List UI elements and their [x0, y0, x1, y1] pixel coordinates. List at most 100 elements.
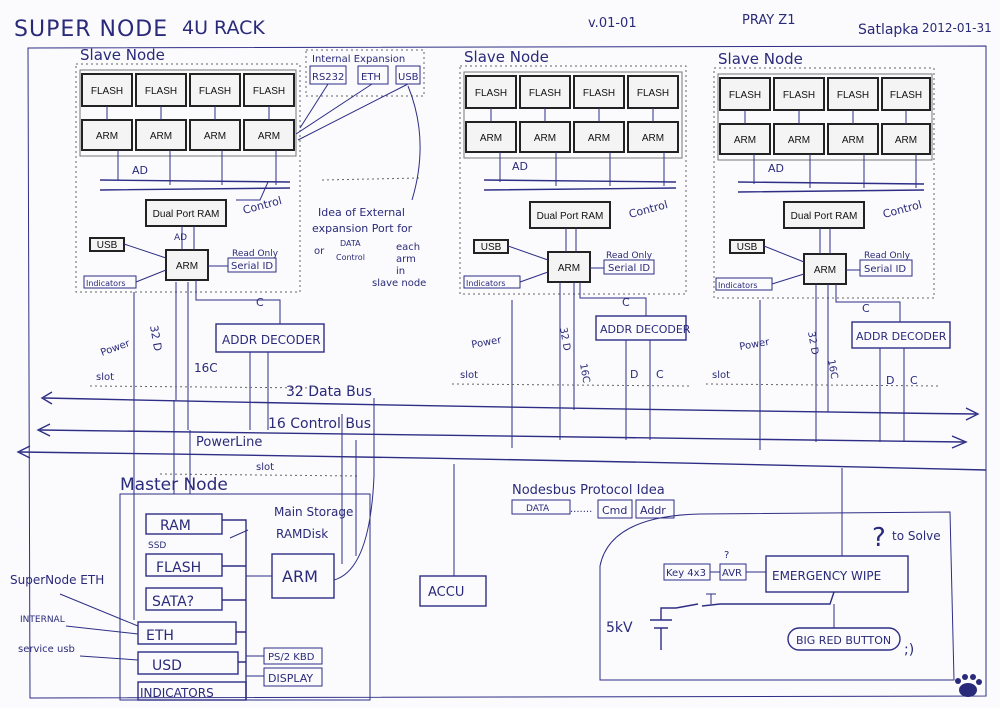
- arm-chip-label: ARM: [588, 133, 610, 144]
- c-label-2: C: [910, 374, 918, 387]
- control-label: Control: [881, 198, 923, 221]
- control-bus-line: [39, 429, 965, 443]
- flash-chip-label: FLASH: [253, 86, 285, 97]
- emergency-boundary: [599, 511, 955, 681]
- date-label: 2012-01-31: [922, 21, 992, 35]
- power-label: Power: [99, 338, 132, 359]
- accu-label: ACCU: [428, 585, 464, 600]
- addr-decoder-label: ADDR DECODER: [222, 333, 321, 347]
- idea-slave-node: slave node: [372, 278, 426, 289]
- arm-chip-label: ARM: [480, 133, 502, 144]
- idea-or: or: [314, 246, 325, 257]
- ram-disk-label: RAMDisk: [276, 527, 328, 541]
- emergency-wipe-section: ? to Solve Key 4x3 AVR ? EMERGENCY WIPE …: [599, 468, 955, 681]
- author-label: Satlapka: [858, 22, 919, 38]
- bus-16c-label: 16C: [194, 361, 218, 375]
- arm-chip-label: ARM: [96, 131, 118, 142]
- master-ssd: SSD: [148, 541, 166, 551]
- c-label: C: [256, 296, 264, 309]
- ad-bus-label: AD: [768, 162, 784, 175]
- usb-chip-label: USB: [737, 242, 758, 253]
- slave-arm-label: ARM: [176, 261, 198, 272]
- slave-node-1-title: Slave Node: [80, 46, 165, 64]
- emergency-wipe-label: EMERGENCY WIPE: [772, 569, 881, 583]
- arm-chip-label: ARM: [534, 133, 556, 144]
- slave-node-1-boundary: [75, 63, 301, 293]
- flash-chip-label: FLASH: [91, 86, 123, 97]
- bus-32d-label: 32 D: [805, 331, 820, 356]
- avr-question: ?: [724, 550, 729, 561]
- smiley-label: ;): [904, 642, 914, 658]
- master-display: DISPLAY: [268, 672, 313, 685]
- slave-node-3-boundary: [713, 67, 935, 299]
- slave-node-1-chips: FLASH FLASH FLASH FLASH ARM ARM ARM ARM: [81, 73, 295, 151]
- usb-chip-label: USB: [97, 240, 118, 251]
- idea-control: Control: [336, 253, 365, 262]
- ad-label-2: AD: [174, 233, 187, 243]
- arm-chip-label: ARM: [734, 135, 756, 146]
- usb-chip-label: USB: [481, 242, 502, 253]
- protocol-idea: Nodesbus Protocol Idea DATA ....... Cmd …: [511, 483, 675, 519]
- indicators-label: Indicators: [86, 279, 126, 288]
- readonly-label: Read Only: [606, 251, 653, 261]
- slave-node-3: Slave Node FLASH FLASH FLASH FLASH ARM A…: [705, 50, 951, 450]
- flash-chip-label: FLASH: [145, 86, 177, 97]
- arm-chip-label: ARM: [642, 133, 664, 144]
- power-line-label: PowerLine: [196, 435, 262, 450]
- key-label: Key 4x3: [666, 568, 706, 579]
- master-usb: USD: [152, 658, 182, 674]
- bus-32d-label: 32 D: [147, 324, 164, 352]
- control-label: Control: [627, 198, 669, 221]
- slave-node-1: Slave Node FLASH FLASH FLASH FLASH ARM A…: [75, 46, 325, 450]
- expansion-title: Internal Expansion: [312, 54, 405, 65]
- diagram-subtitle: 4U RACK: [182, 17, 265, 39]
- expansion-port-eth: ETH: [361, 72, 381, 83]
- d-label: D: [630, 368, 638, 381]
- c-label-2: C: [656, 368, 664, 381]
- big-red-button-label: BIG RED BUTTON: [796, 634, 891, 647]
- power-line: [19, 451, 987, 471]
- idea-arm: arm: [396, 254, 416, 265]
- power-label: Power: [739, 337, 772, 353]
- slot-label-3: slot: [712, 370, 730, 381]
- slave-node-2-title: Slave Node: [464, 48, 549, 66]
- to-solve-label: to Solve: [892, 529, 941, 543]
- avr-label: AVR: [722, 568, 742, 579]
- internal-expansion: Internal Expansion RS232 ETH USB Idea of…: [295, 49, 426, 289]
- arm-chip-label: ARM: [788, 135, 810, 146]
- arm-chip-label: ARM: [258, 131, 280, 142]
- flash-chip-label: FLASH: [837, 90, 869, 101]
- flash-chip-label: FLASH: [199, 86, 231, 97]
- version-label: v.01-01: [588, 16, 637, 31]
- bus-16c-label: 16C: [577, 363, 591, 384]
- arm-chip-label: ARM: [204, 131, 226, 142]
- master-flash: FLASH: [156, 560, 201, 576]
- arm-chip-label: ARM: [150, 131, 172, 142]
- paw-logo-icon: [955, 674, 982, 697]
- arm-chip-label: ARM: [842, 135, 864, 146]
- slave-arm-label: ARM: [558, 263, 580, 274]
- serial-id-label: Serial ID: [231, 261, 273, 272]
- master-indicators: INDICATORS: [140, 686, 214, 700]
- master-sata: SATA?: [152, 594, 194, 610]
- dual-port-ram-label: Dual Port RAM: [537, 211, 604, 222]
- master-eth: ETH: [146, 628, 174, 644]
- c-label: C: [862, 302, 870, 315]
- main-storage-label: Main Storage: [274, 505, 353, 519]
- serial-id-label: Serial ID: [864, 264, 906, 275]
- indicators-label: Indicators: [718, 281, 758, 290]
- power-label: Power: [471, 335, 504, 351]
- expansion-port-usb: USB: [398, 72, 419, 83]
- addr-decoder-label: ADDR DECODER: [856, 330, 947, 343]
- protocol-title: Nodesbus Protocol Idea: [512, 483, 665, 498]
- master-slot-label: slot: [256, 462, 274, 473]
- slave-node-2: Slave Node FLASH FLASH FLASH FLASH ARM A…: [451, 48, 691, 448]
- protocol-dots: .......: [570, 504, 592, 515]
- to-solve-question: ?: [872, 523, 886, 553]
- slave-node-3-title: Slave Node: [718, 50, 803, 68]
- flash-chip-label: FLASH: [729, 90, 761, 101]
- control-bus-label: 16 Control Bus: [268, 416, 371, 432]
- idea-line-1: Idea of External: [318, 206, 405, 219]
- idea-in: in: [396, 266, 405, 277]
